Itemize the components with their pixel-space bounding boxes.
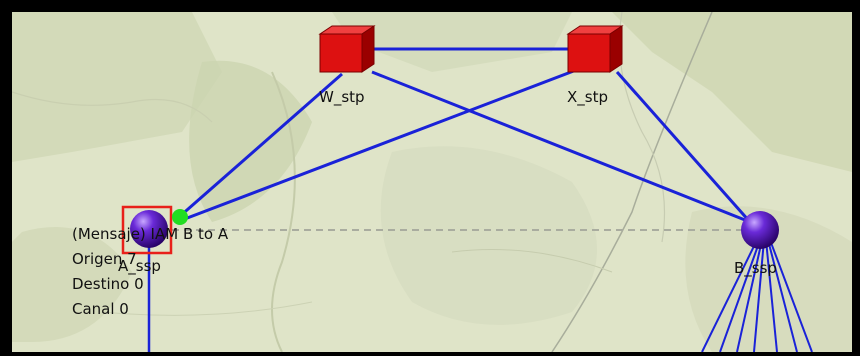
message-title: (Mensaje) IAM B to A xyxy=(72,225,229,243)
w-stp-label: W_stp xyxy=(319,88,365,106)
message-channel: Canal 0 xyxy=(72,300,129,318)
link-w-b xyxy=(371,70,751,224)
red-cube-icon xyxy=(319,33,363,73)
x-stp-label: X_stp xyxy=(567,88,608,106)
selection-box xyxy=(121,205,173,255)
message-destination: Destino 0 xyxy=(72,275,144,293)
link-x-b xyxy=(615,71,752,223)
purple-sphere-icon xyxy=(130,210,168,248)
purple-sphere-icon xyxy=(741,211,779,249)
x-stp-node[interactable] xyxy=(566,25,624,73)
link-b-down-3 xyxy=(736,239,763,352)
link-w-a xyxy=(178,72,343,219)
map-terrain xyxy=(12,12,852,352)
link-x-a xyxy=(181,62,593,222)
link-b-down-1 xyxy=(701,239,758,352)
message-origin: Origen 7 xyxy=(72,250,137,268)
red-cube-icon xyxy=(567,33,611,73)
signal-indicator xyxy=(172,209,188,225)
links xyxy=(147,47,813,352)
w-stp-node[interactable] xyxy=(318,25,376,73)
link-b-down-7 xyxy=(769,239,813,352)
link-b-down-4 xyxy=(753,239,765,352)
link-b-down-6 xyxy=(767,239,798,352)
b-ssp-node[interactable] xyxy=(741,211,779,249)
map-svg xyxy=(12,12,852,352)
a-ssp-label: A_ssp xyxy=(118,257,161,275)
network-map-canvas[interactable]: W_stp X_stp B_ssp A_ssp (Mensaje) IAM B … xyxy=(12,12,852,352)
link-b-down-5 xyxy=(765,239,778,352)
a-ssp-node[interactable] xyxy=(121,205,173,255)
link-b-down-2 xyxy=(719,239,761,352)
b-ssp-label: B_ssp xyxy=(734,259,777,277)
